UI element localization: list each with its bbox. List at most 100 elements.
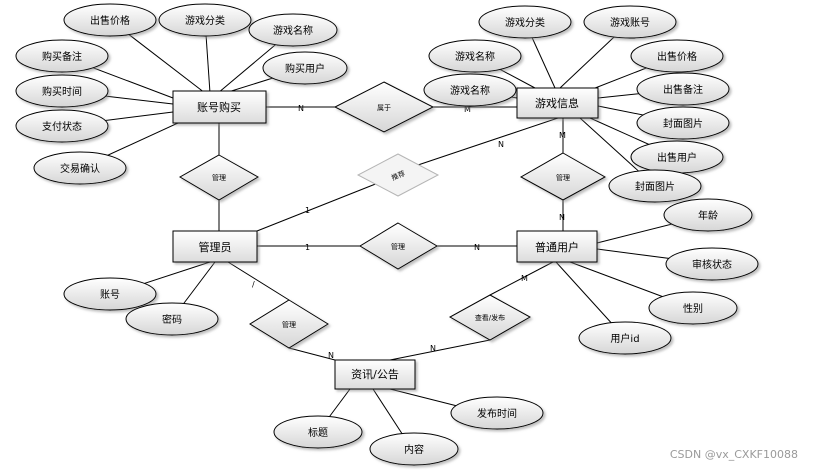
attr-gi-cover2 <box>608 169 702 203</box>
entity-user-label: 普通用户 <box>535 240 579 254</box>
card-view-m: M <box>521 274 528 283</box>
relationship-manage-gi-label: 管理 <box>556 173 570 182</box>
attr-gi-note <box>636 72 730 106</box>
card-view-n: N <box>430 344 436 353</box>
relationships <box>178 81 607 349</box>
line-manage-news-bottom <box>288 347 336 361</box>
attr-n-title-label: 标题 <box>308 427 328 439</box>
attr-gi-name1-label: 游戏名称 <box>455 50 495 63</box>
entity-game-info-label: 游戏信息 <box>535 96 579 110</box>
attr-ap-time-label: 购买时间 <box>42 85 82 98</box>
attr-ad-password <box>125 302 219 336</box>
card-manage-gi-n: N <box>559 213 565 222</box>
attr-gi-cover1-label: 封面图片 <box>663 117 703 130</box>
relationship-manage-ap-label: 管理 <box>212 173 226 182</box>
card-manage-news-slash: / <box>252 280 255 289</box>
attr-ap-buyer-label: 购买用户 <box>285 62 325 75</box>
attr-ap-note <box>15 39 109 73</box>
entity-admin <box>172 230 258 263</box>
attr-ap-buyer <box>262 51 348 85</box>
attr-gi-cover1 <box>636 106 730 140</box>
attributes <box>15 3 759 466</box>
attr-ad-password-label: 密码 <box>162 313 182 326</box>
line-recommend-right <box>417 117 559 166</box>
attr-gi-name1 <box>428 39 522 73</box>
attr-n-time-label: 发布时间 <box>477 407 517 420</box>
entity-labels: 账号购买 游戏信息 管理员 普通用户 资讯/公告 <box>197 96 579 381</box>
relationship-manage-news <box>249 299 329 349</box>
attr-gi-account-label: 游戏账号 <box>610 16 650 29</box>
attr-u-review-label: 审核状态 <box>692 258 732 271</box>
card-manage-user-n: N <box>474 243 480 252</box>
attr-u-age <box>663 198 753 232</box>
entity-game-info <box>516 87 599 119</box>
entity-account-purchase-label: 账号购买 <box>197 100 241 114</box>
attr-u-id-label: 用户id <box>610 332 639 345</box>
attr-gi-category-label: 游戏分类 <box>505 16 545 29</box>
attr-gi-cover2-label: 封面图片 <box>635 180 675 193</box>
attr-gi-name2-label: 游戏名称 <box>450 84 490 97</box>
attr-gi-seller-label: 出售用户 <box>657 151 697 164</box>
attr-ap-name-label: 游戏名称 <box>273 24 313 37</box>
attr-u-gender-label: 性别 <box>683 302 703 315</box>
card-manage-news-n: N <box>328 351 334 360</box>
attr-ap-confirm-label: 交易确认 <box>60 162 100 175</box>
relationship-recommend <box>356 153 440 197</box>
attr-ap-confirm <box>33 151 127 185</box>
relationship-view-publish <box>448 294 532 341</box>
card-manage-gi-m: M <box>559 131 566 140</box>
relationship-manage-news-label: 管理 <box>282 320 296 329</box>
relationship-view-publish-label: 查看/发布 <box>475 313 505 322</box>
entity-user <box>516 230 598 263</box>
attr-u-age-label: 年龄 <box>698 209 718 222</box>
csdn-watermark: CSDN @vx_CXKF10088 <box>670 448 798 461</box>
relationship-belongs-label: 属于 <box>377 104 391 112</box>
entity-news <box>334 359 416 390</box>
entity-news-label: 资讯/公告 <box>351 368 399 381</box>
attr-ap-category-label: 游戏分类 <box>185 14 225 27</box>
attr-ad-account-label: 账号 <box>100 289 120 301</box>
relationship-labels: 属于 管理 推荐 管理 管理 管理 查看/发布 <box>212 104 570 329</box>
relationship-belongs <box>333 81 435 133</box>
attr-ap-price <box>63 3 157 37</box>
attr-ap-name <box>248 13 338 47</box>
entity-account-purchase <box>172 90 267 124</box>
attr-ap-paystatus <box>15 109 109 143</box>
attribute-labels: 出售价格 游戏分类 游戏名称 购买用户 购买备注 购买时间 支付状态 交易确认 … <box>42 14 732 456</box>
attr-gi-account <box>583 5 677 39</box>
line-view-top <box>489 261 554 296</box>
card-manage-user-1: 1 <box>305 243 310 252</box>
attr-u-gender <box>648 291 738 325</box>
relationship-manage-user-label: 管理 <box>391 242 405 251</box>
attr-n-time <box>450 396 544 430</box>
attr-gi-note-label: 出售备注 <box>663 83 703 96</box>
relationship-manage-user <box>359 222 438 270</box>
line-recommend-left <box>256 182 379 232</box>
card-belongs-m: M <box>464 105 471 114</box>
attr-gi-name2 <box>423 73 517 107</box>
attr-ap-paystatus-label: 支付状态 <box>42 120 82 133</box>
relationship-manage-account-purchase <box>178 154 260 201</box>
line-view-bottom <box>389 339 491 361</box>
attr-n-title <box>273 415 363 449</box>
attr-gi-price-label: 出售价格 <box>657 50 697 63</box>
attr-ad-account <box>63 277 157 311</box>
attr-ap-time <box>15 74 109 108</box>
entity-admin-label: 管理员 <box>199 240 232 254</box>
attr-ap-category <box>158 3 252 37</box>
attr-gi-price <box>630 39 724 73</box>
attr-ap-note-label: 购买备注 <box>42 50 82 63</box>
attr-n-content <box>369 432 459 466</box>
attr-ap-price-label: 出售价格 <box>90 14 130 27</box>
entities <box>172 87 599 390</box>
attr-n-content-label: 内容 <box>404 443 424 456</box>
card-belongs-n: N <box>298 104 304 113</box>
line-manage-news-top <box>227 261 290 301</box>
attr-gi-category <box>478 5 572 39</box>
cardinality-labels: N M 1 N M N 1 N / N M N <box>252 104 566 360</box>
card-recommend-n: N <box>498 140 504 149</box>
relationship-manage-game-info <box>519 152 607 201</box>
card-recommend-1: 1 <box>305 206 310 215</box>
attr-u-id <box>578 321 672 355</box>
